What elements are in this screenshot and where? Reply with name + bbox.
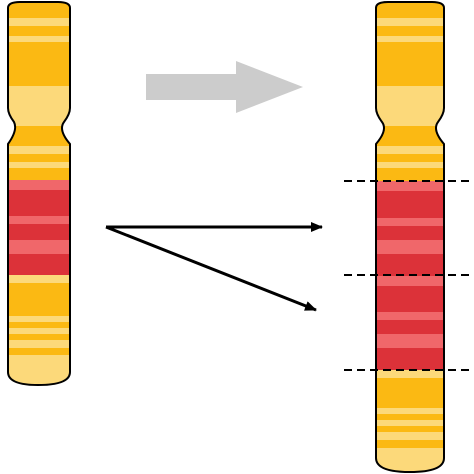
duplicated-chromosome-bands	[376, 2, 444, 472]
copy1-pink-1	[376, 181, 444, 191]
mapping-arrow-to-copy2	[105, 225, 317, 312]
duplicated-chromosome-outline	[375, 0, 445, 474]
duplication-boundaries	[344, 180, 474, 371]
band-q-2	[376, 162, 444, 168]
band-p-1	[8, 18, 70, 26]
copy1-pink-3	[376, 240, 444, 254]
duplicated-chromosome	[375, 0, 445, 474]
band-p-2	[8, 36, 70, 42]
band-q-4	[8, 316, 70, 322]
band-q-6	[376, 432, 444, 440]
band-centromere-region	[8, 86, 70, 126]
band-q-3	[376, 370, 444, 378]
band-p-1	[376, 18, 444, 26]
segment-pink-2	[8, 216, 70, 224]
band-q-2	[8, 162, 70, 168]
band-q-6	[8, 340, 70, 348]
band-q-tip	[8, 355, 70, 385]
band-centromere-region	[376, 86, 444, 126]
segment-red-block	[8, 180, 70, 275]
band-p-2	[376, 36, 444, 42]
segment-pink-3	[8, 240, 70, 254]
band-q-1	[376, 146, 444, 154]
band-q-5	[376, 420, 444, 426]
original-chromosome-bands	[8, 2, 70, 385]
copy2-pink-3	[376, 334, 444, 348]
diverging-arrows-icon	[105, 222, 323, 312]
original-chromosome	[7, 0, 71, 387]
band-q-tip	[376, 448, 444, 472]
copy2-pink-2	[376, 312, 444, 320]
band-q-1	[8, 146, 70, 154]
original-chromosome-outline	[7, 0, 71, 387]
band-q-4	[376, 408, 444, 414]
copy2-pink-1	[376, 276, 444, 286]
arrow-right-icon	[146, 61, 303, 113]
segment-pink-1	[8, 180, 70, 190]
band-q-5	[8, 328, 70, 334]
copy1-pink-2	[376, 218, 444, 226]
band-q-3	[8, 275, 70, 283]
